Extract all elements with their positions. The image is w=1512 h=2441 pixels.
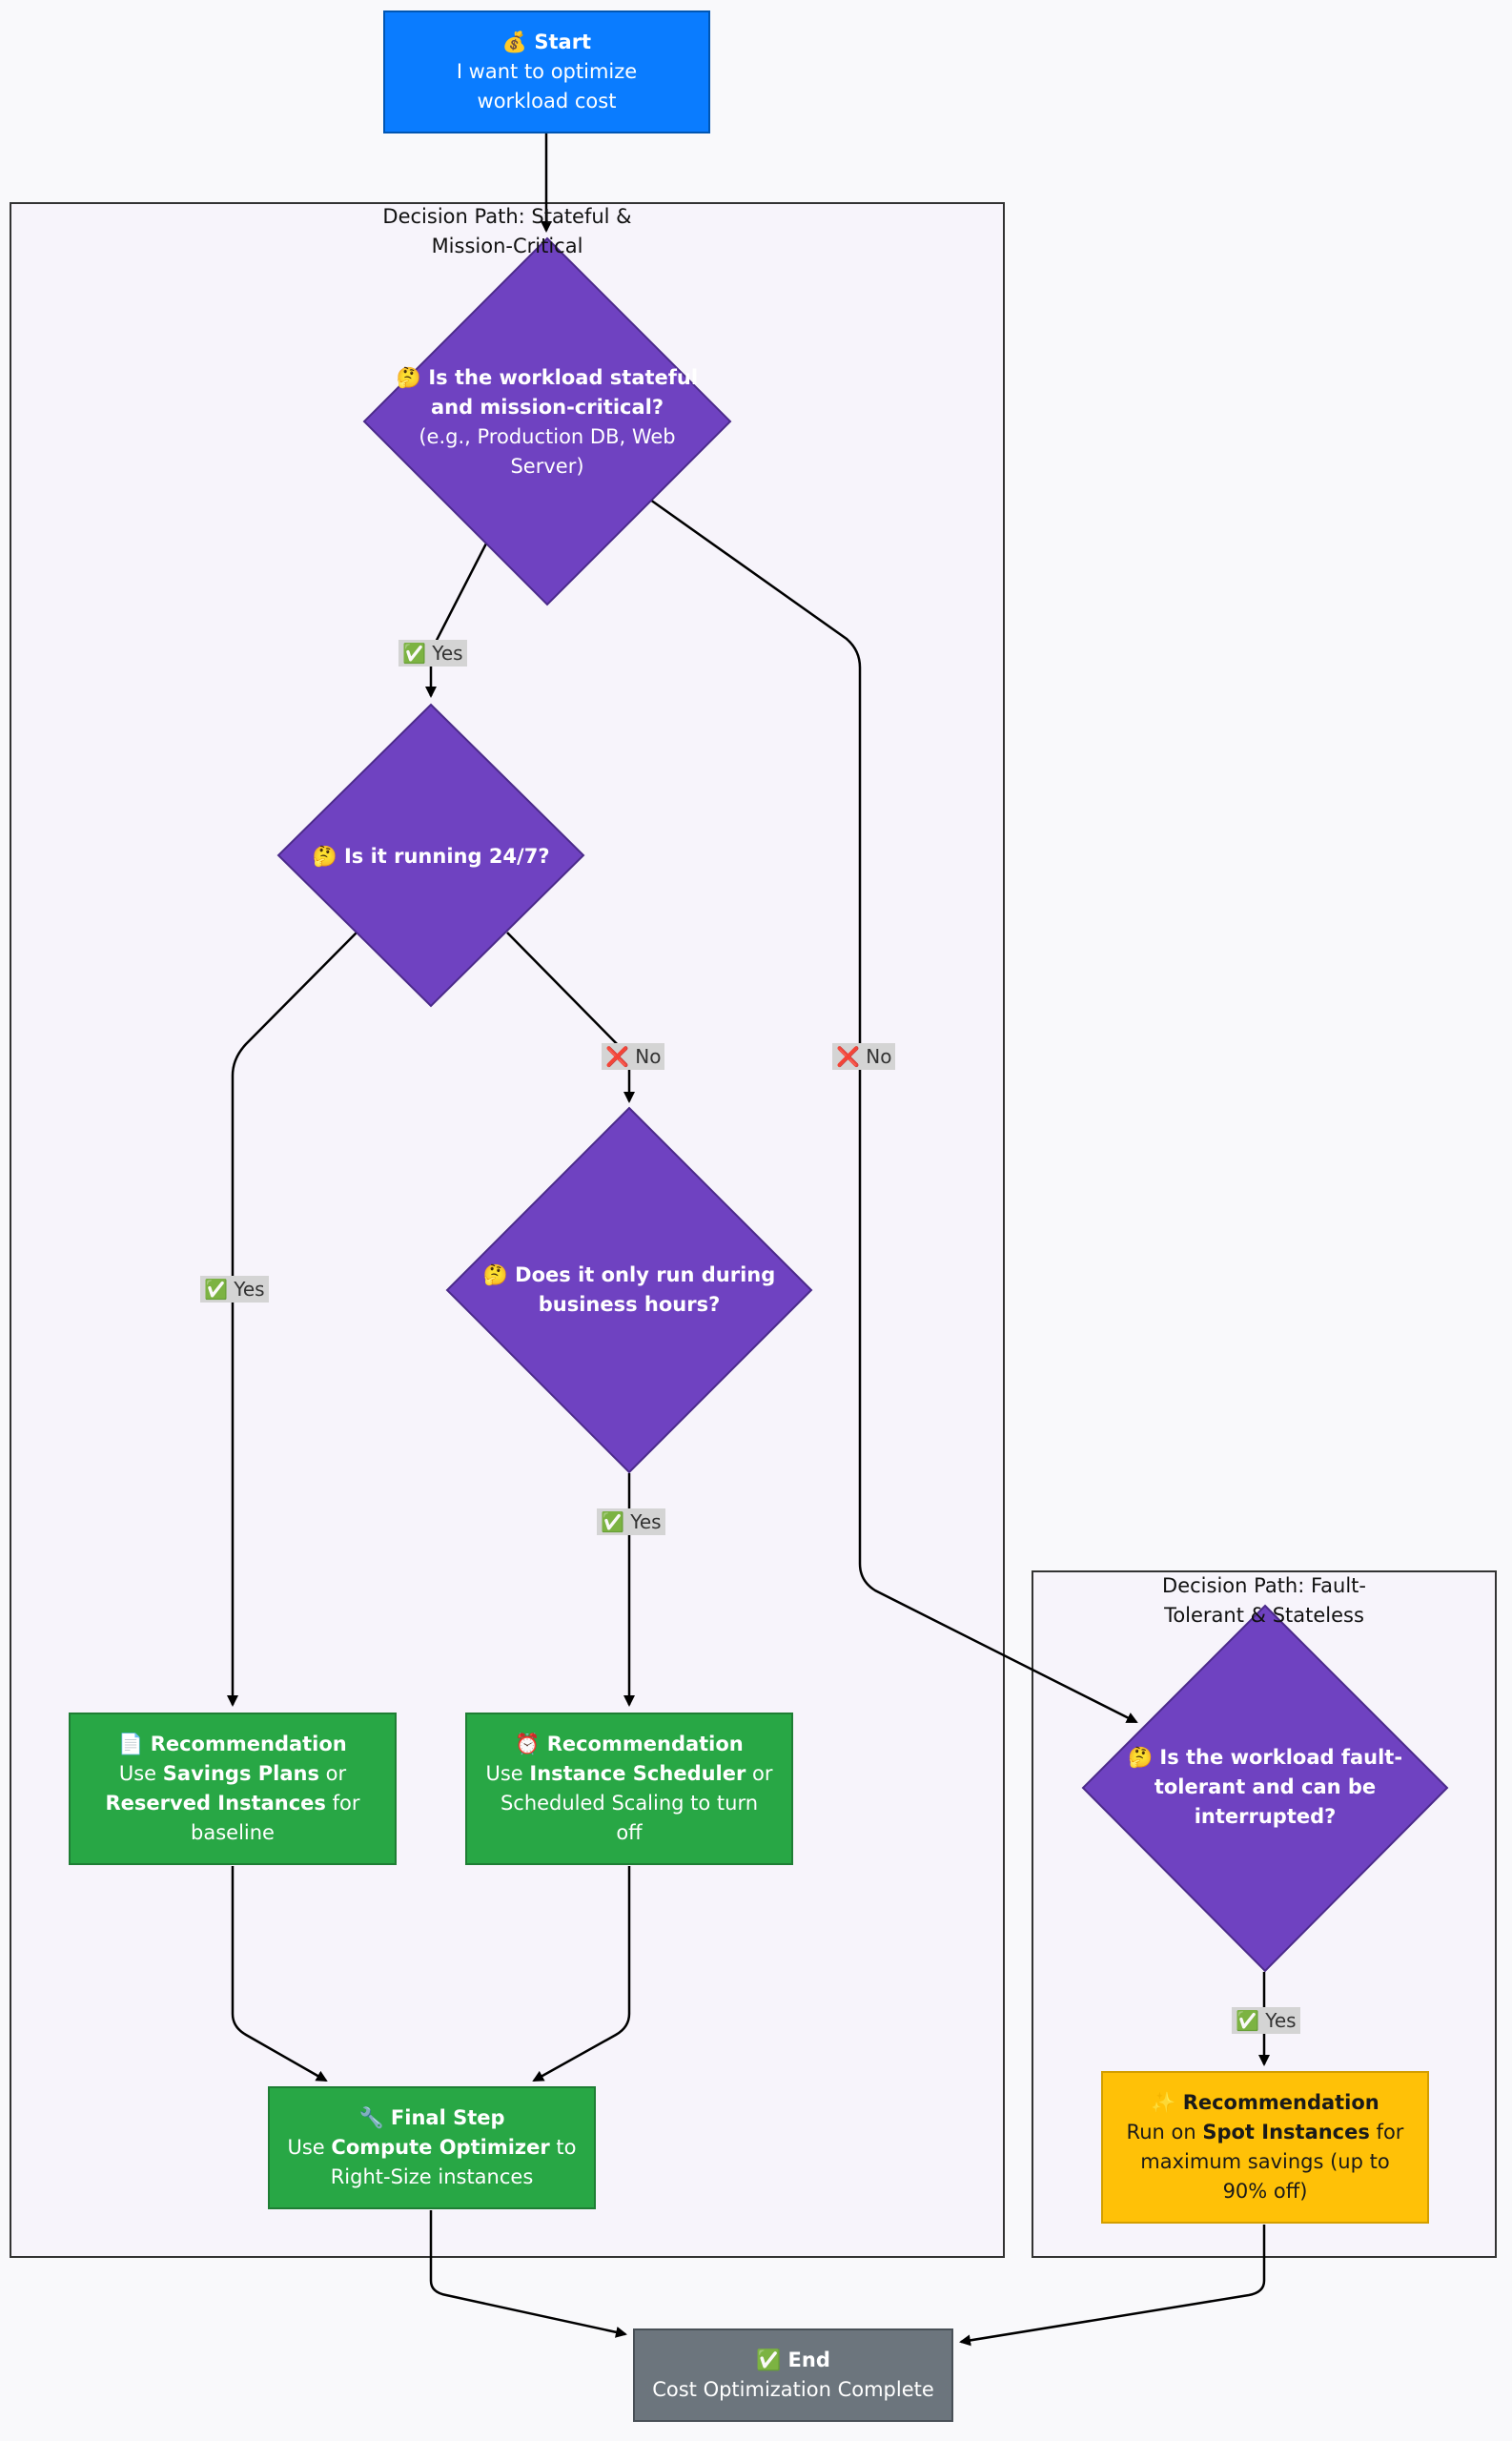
end-node[interactable]	[633, 2328, 953, 2422]
edge-247-yes	[227, 932, 358, 1707]
rec-savings-node[interactable]	[69, 1713, 397, 1865]
start-node[interactable]	[383, 10, 710, 133]
decision-stateful[interactable]	[362, 236, 732, 606]
final-step-node[interactable]	[268, 2086, 596, 2209]
cluster-label-fault-tolerant: Decision Path: Fault-Tolerant & Stateles…	[1162, 1574, 1366, 1627]
edge-label-247-yes: ✅ Yes	[200, 1276, 269, 1303]
edge-stateful-no	[649, 498, 1138, 1724]
decision-247[interactable]	[276, 703, 585, 1008]
edge-label-stateful-no: ❌ No	[832, 1043, 896, 1070]
edge-label-business-yes: ✅ Yes	[597, 1508, 665, 1535]
rec-spot-node[interactable]	[1101, 2071, 1429, 2224]
edge-label-fault-yes: ✅ Yes	[1232, 2007, 1300, 2034]
edge-label-247-no: ❌ No	[602, 1043, 665, 1070]
edge-final-to-end	[429, 2210, 627, 2338]
rec-scheduler-node[interactable]	[465, 1713, 793, 1865]
edge-label-stateful-yes: ✅ Yes	[398, 640, 467, 667]
decision-business-hours[interactable]	[445, 1106, 813, 1474]
cluster-label-stateful: Decision Path: Stateful & Mission-Critic…	[382, 205, 632, 257]
edge-scheduler-to-final	[532, 1866, 631, 2082]
edge-spot-to-end	[959, 2225, 1266, 2347]
edge-savings-to-final	[231, 1866, 328, 2082]
decision-fault-tolerant[interactable]	[1081, 1604, 1449, 1973]
